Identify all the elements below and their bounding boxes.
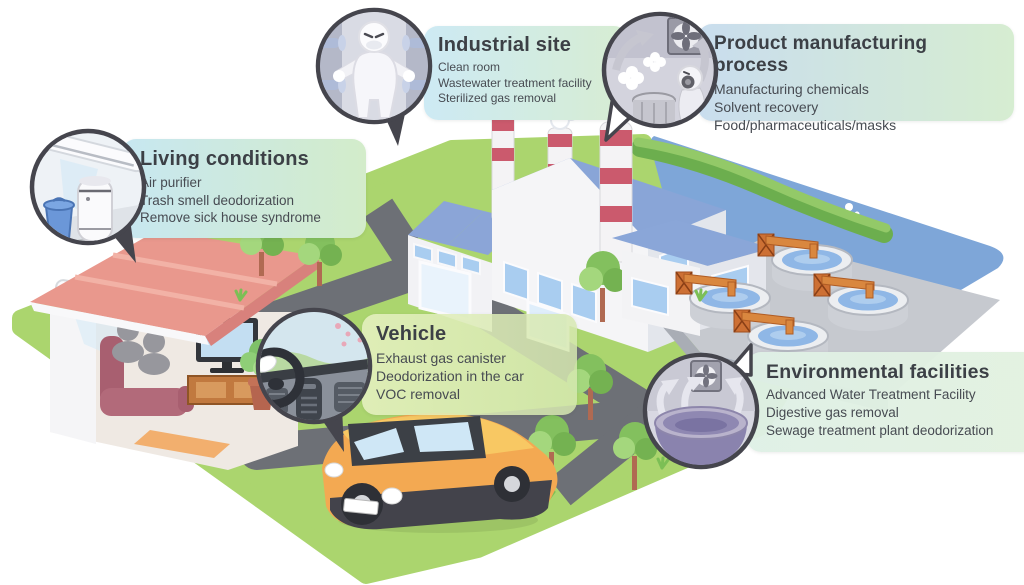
tree <box>579 251 627 322</box>
callout-item: Deodorization in the car <box>376 368 524 385</box>
callout-item: Wastewater treatment facility <box>438 75 592 90</box>
living-conditions-box: Living conditions Air purifier Trash sme… <box>122 139 366 238</box>
callout-item: Sewage treatment plant deodorization <box>766 422 994 438</box>
sewage-basin-fan-icon <box>642 343 760 470</box>
callout-item: Trash smell deodorization <box>140 192 295 208</box>
callout-item: Exhaust gas canister <box>376 350 506 366</box>
rug <box>134 430 230 458</box>
callout-title: Industrial site <box>438 34 572 56</box>
product-manufacturing-box: Product manufacturing process Manufactur… <box>698 24 1014 133</box>
callout-item: Digestive gas removal <box>766 404 899 420</box>
callout-item: Manufacturing chemicals <box>714 80 869 97</box>
pink-roof <box>30 230 322 346</box>
hedge <box>631 137 893 243</box>
callout-item: Air purifier <box>140 175 202 190</box>
water-treatment-tanks <box>675 233 909 367</box>
callout-item: Advanced Water Treatment Facility <box>766 387 976 403</box>
car-dashboard-icon <box>255 307 373 452</box>
callout-item: Solvent recovery <box>714 98 819 115</box>
callout-title: Vehicle <box>376 323 447 345</box>
industrial-site-box: Industrial site Clean room Wastewater tr… <box>424 26 628 120</box>
callout-item: Remove sick house syndrome <box>140 210 321 226</box>
orange-car <box>322 412 558 533</box>
callout-item: Food/pharmaceuticals/masks <box>714 117 897 134</box>
callout-title: Environmental facilities <box>766 361 990 383</box>
treatment-tank <box>757 233 853 291</box>
treatment-tank <box>675 271 771 329</box>
callout-title: Product manufacturing process <box>714 33 928 76</box>
house-with-living-room <box>30 230 322 470</box>
callout-item: Sterilized gas removal <box>438 91 557 106</box>
gas-mask-worker-fan-icon <box>601 11 719 142</box>
callout-item: Clean room <box>438 60 501 74</box>
callout-title: Living conditions <box>140 148 309 170</box>
air-purifier-trash-bin-icon <box>29 128 147 263</box>
treatment-tank <box>813 273 909 331</box>
callout-item: VOC removal <box>376 386 461 403</box>
tree <box>613 422 657 490</box>
cleanroom-person-icon <box>315 7 433 146</box>
vehicle-box: Vehicle Exhaust gas canister Deodorizati… <box>362 314 577 415</box>
chimney <box>599 121 633 263</box>
environmental-facilities-box: Environmental facilities Advanced Water … <box>747 352 1024 452</box>
tree <box>240 219 284 276</box>
air-purifier <box>74 176 116 241</box>
